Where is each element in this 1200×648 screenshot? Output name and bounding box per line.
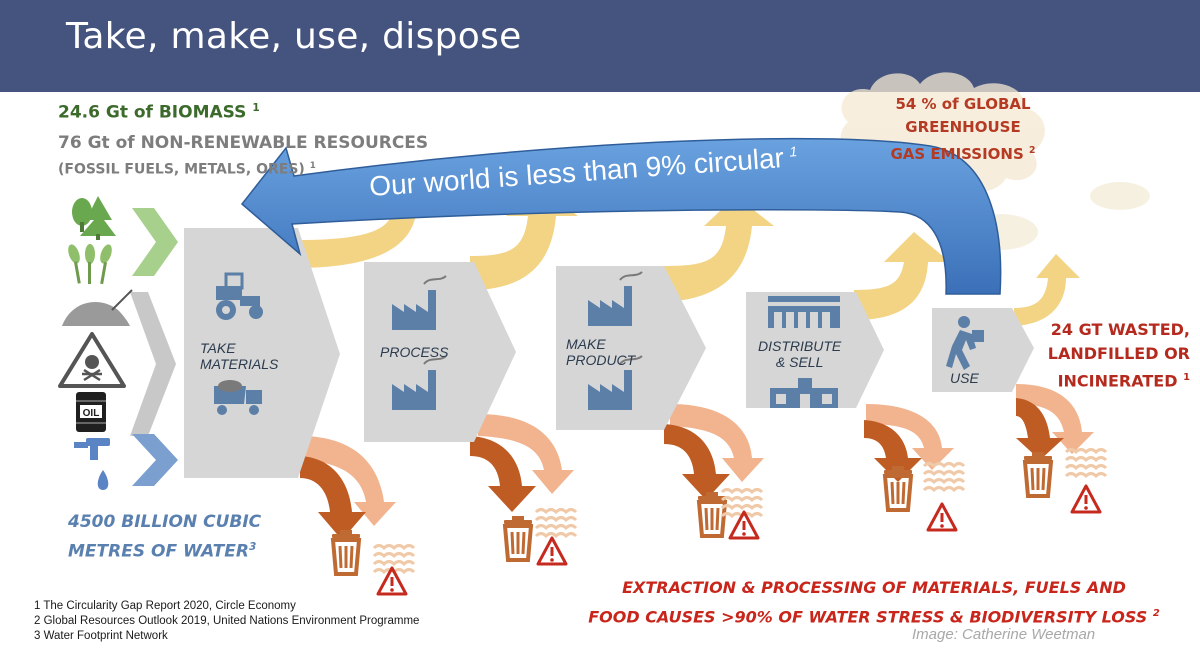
waste-light-2 — [478, 414, 574, 494]
cloud-4 — [1090, 182, 1150, 210]
waste-dark-3 — [664, 424, 730, 500]
waste-bin-icon — [502, 516, 534, 562]
chevron-biomass — [132, 208, 178, 276]
tap-icon — [74, 438, 110, 490]
warning-icon — [536, 536, 568, 566]
warning-icon — [1070, 484, 1102, 514]
stage-arrow-use — [932, 308, 1034, 392]
reference-1: 1 The Circularity Gap Report 2020, Circl… — [34, 600, 296, 612]
ore-pile-icon — [62, 289, 133, 326]
water-waves-icon — [720, 488, 764, 519]
warehouse-icon — [768, 296, 840, 328]
wheat-icon — [68, 244, 112, 285]
svg-text:OIL: OIL — [83, 408, 100, 419]
emission-arrow-3 — [662, 196, 774, 302]
factory-icon-2 — [392, 355, 447, 410]
factory-icon-4 — [588, 355, 643, 410]
dump-truck-icon — [214, 380, 262, 415]
waste-bin-icon — [1022, 452, 1054, 498]
tractor-icon — [216, 272, 263, 320]
water-waves-icon — [1064, 448, 1108, 479]
oil-barrel-icon: OIL — [76, 392, 106, 432]
stage-label-process: PROCESS — [380, 344, 449, 360]
biomass-label: 24.6 Gt of BIOMASS 1 — [58, 102, 260, 123]
water-waves-icon — [922, 462, 966, 493]
nonrenewable-label: 76 Gt of NON-RENEWABLE RESOURCES — [58, 133, 429, 153]
stage-label-take: TAKE MATERIALS — [200, 340, 279, 372]
chevron-water — [132, 434, 178, 486]
shop-icon — [770, 378, 838, 408]
fossil-label: (FOSSIL FUELS, METALS, ORES) 1 — [58, 161, 316, 178]
input-chevrons — [130, 208, 178, 486]
waste-light-4 — [866, 404, 954, 470]
waste-arrows — [300, 384, 1094, 540]
image-credit: Image: Catherine Weetman — [912, 626, 1096, 643]
waste-bin-icon — [696, 492, 728, 538]
emission-arrow-5 — [1014, 254, 1080, 326]
chevron-nonrenewable — [130, 292, 176, 436]
waste-light-1 — [300, 436, 396, 526]
impact-label: EXTRACTION & PROCESSING OF MATERIALS, FU… — [588, 578, 1160, 627]
input-icons: OIL — [58, 196, 133, 490]
warning-icon — [728, 510, 760, 540]
reference-2: 2 Global Resources Outlook 2019, United … — [34, 615, 420, 627]
waste-light-5 — [1016, 384, 1094, 454]
factory-icon-3 — [588, 271, 643, 326]
hazard-icon — [58, 332, 126, 388]
emissions-label: 54 % of GLOBAL GREENHOUSE GAS EMISSIONS … — [890, 95, 1036, 163]
factory-icon-1 — [392, 275, 447, 330]
water-label: 4500 BILLION CUBIC METRES OF WATER3 — [68, 512, 262, 562]
reference-3: 3 Water Footprint Network — [34, 630, 168, 642]
water-waves-icon — [372, 544, 416, 575]
references: 1 The Circularity Gap Report 2020, Circl… — [34, 599, 419, 644]
stage-label-use: USE — [950, 370, 979, 386]
waste-bin-icon — [882, 466, 914, 512]
disposal-icons — [330, 448, 1108, 596]
waste-dark-4 — [864, 420, 922, 482]
warning-icon — [926, 502, 958, 532]
circular-banner-shape — [240, 137, 1002, 295]
waste-dark-2 — [470, 436, 536, 512]
water-waves-icon — [534, 508, 578, 539]
waste-bin-icon — [330, 530, 362, 576]
page-title: Take, make, use, dispose — [66, 16, 522, 57]
warning-icon — [376, 566, 408, 596]
waste-dark-1 — [300, 456, 366, 540]
stage-icons — [214, 271, 984, 415]
stage-label-distribute: DISTRIBUTE & SELL — [758, 338, 842, 370]
stage-label-make: MAKE PRODUCT — [566, 336, 636, 368]
courier-icon — [946, 316, 984, 370]
title-bar: Take, make, use, dispose — [0, 0, 1200, 92]
waste-label: 24 GT WASTED, LANDFILLED OR INCINERATED … — [1047, 320, 1190, 391]
emission-arrow-4 — [854, 232, 950, 320]
trees-icon — [72, 196, 116, 240]
waste-dark-5 — [1016, 398, 1064, 460]
waste-light-3 — [670, 404, 764, 482]
